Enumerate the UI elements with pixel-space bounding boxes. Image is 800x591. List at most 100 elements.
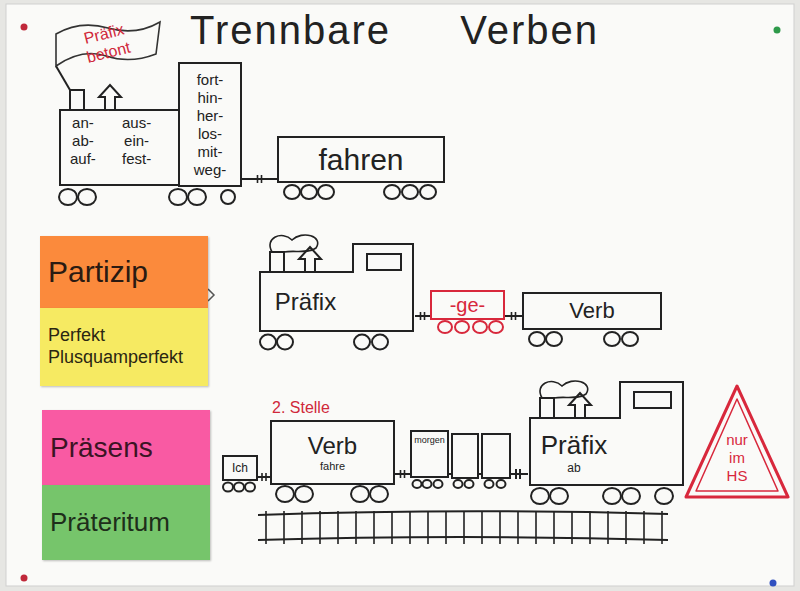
node-text: Präteritum: [50, 507, 170, 538]
wagon: -ge-: [430, 290, 505, 320]
wheel: [622, 488, 640, 504]
wheel: [318, 185, 334, 199]
node-text: Ich: [232, 461, 248, 475]
wheel: [354, 335, 370, 350]
note-label: 2. Stelle: [272, 398, 330, 417]
wheel: [221, 190, 235, 204]
node-text: aus- ein- fest-: [122, 114, 151, 168]
text-area: PerfektPlusquamperfekt: [40, 308, 208, 386]
pin: [21, 575, 28, 582]
triangle-outer: [686, 386, 788, 497]
smoke: [270, 235, 318, 252]
wheel: [351, 486, 369, 502]
locomotive-cab: fort- hin- her- los- mit- weg-: [178, 62, 242, 187]
text-area: fahren: [279, 138, 443, 181]
wheel: [234, 483, 244, 492]
wheel: [455, 321, 469, 333]
wheel: [245, 483, 255, 492]
wheel: [301, 185, 317, 199]
node-text: Partizip: [48, 254, 148, 290]
node-text: fahren: [318, 142, 403, 178]
node-text: morgen: [414, 435, 445, 446]
triangle-inner: [696, 399, 778, 491]
locomotive-outline: [258, 240, 415, 333]
node-text: Plusquamperfekt: [48, 347, 183, 369]
wheel: [473, 321, 487, 333]
node-text: Verb: [308, 432, 357, 461]
locomotive-body: [530, 382, 683, 485]
coupling: [258, 473, 270, 481]
chimney-and-dome: [540, 392, 671, 418]
node-text: an- ab- auf-: [70, 114, 96, 168]
wheel: [434, 480, 443, 488]
text-area: Präsens: [42, 410, 210, 485]
node-text: -ge-: [450, 293, 486, 317]
text-area: Präfix betont: [50, 18, 162, 68]
node-text: Verb: [569, 298, 614, 324]
wheel: [372, 335, 388, 350]
chimney-and-dome: [70, 85, 121, 110]
wheel: [655, 488, 673, 504]
wheel: [384, 185, 400, 199]
text-area: Verb: [524, 294, 660, 328]
empty-wagon: [452, 434, 478, 478]
text-area: Ich: [224, 457, 256, 479]
wheel: [454, 480, 463, 488]
text-area: morgen: [412, 432, 447, 476]
pin: [770, 580, 777, 587]
coupling: [447, 469, 528, 479]
text-area: an- ab- auf-aus- ein- fest-: [58, 62, 242, 187]
wheel: [420, 185, 436, 199]
node-text: Präsens: [50, 431, 153, 465]
flag-banner: Präfix betont: [50, 18, 162, 68]
chimney-and-dome: [270, 247, 401, 272]
locomotive: fort- hin- her- los- mit- weg-an- ab- au…: [58, 62, 242, 187]
wheel: [485, 480, 494, 488]
wheel: [188, 189, 206, 205]
wheel: [423, 480, 432, 488]
locomotive: Präfix: [258, 240, 415, 333]
wheel: [284, 185, 300, 199]
node-text: fahre: [320, 460, 345, 473]
text-area: fort- hin- her- los- mit- weg-: [180, 64, 240, 185]
node-text: fort- hin- her- los- mit- weg-: [194, 71, 227, 179]
sticky-note: PerfektPlusquamperfekt: [40, 308, 208, 386]
coupling-line: [258, 476, 270, 478]
wheel: [260, 335, 276, 350]
red-wheels: [438, 321, 503, 333]
wheel: [546, 332, 562, 346]
flipchart-sheet: [6, 4, 794, 586]
wagon: Verb: [522, 292, 662, 330]
text-area: Verbfahre: [272, 422, 393, 483]
wheel: [531, 488, 549, 504]
sticky-note: Präsens: [42, 410, 210, 485]
wheel: [438, 321, 452, 333]
wagon: Ich: [222, 455, 258, 481]
node-text: nur im HS: [726, 431, 748, 485]
coupling: [395, 470, 410, 478]
wheel: [489, 321, 503, 333]
wheel: [604, 332, 620, 346]
node-text: ab: [567, 461, 580, 475]
coupling: [415, 312, 430, 320]
pointer-mark: [208, 289, 214, 301]
rail-ties: [266, 511, 662, 544]
smoke: [540, 381, 588, 398]
node-text: Präfix: [275, 288, 336, 317]
wheel: [497, 480, 506, 488]
coupling-bars: [512, 312, 516, 320]
text-area: nur im HS: [683, 427, 791, 488]
locomotive-body: [260, 244, 413, 331]
warning-triangle: nur im HS: [683, 383, 791, 500]
coupling-bars: [258, 175, 262, 183]
text-area: Partizip: [40, 236, 208, 308]
pin: [774, 27, 781, 34]
coupling-line: [242, 178, 277, 180]
sticky-note: Partizip: [40, 236, 208, 308]
text-area: Präfix: [258, 272, 353, 333]
locomotive: Präfixab: [528, 378, 685, 487]
wheel: [402, 185, 418, 199]
flag-pole: [56, 66, 70, 90]
coupling-bars: [262, 473, 266, 481]
text-area: Präfixab: [528, 418, 620, 487]
